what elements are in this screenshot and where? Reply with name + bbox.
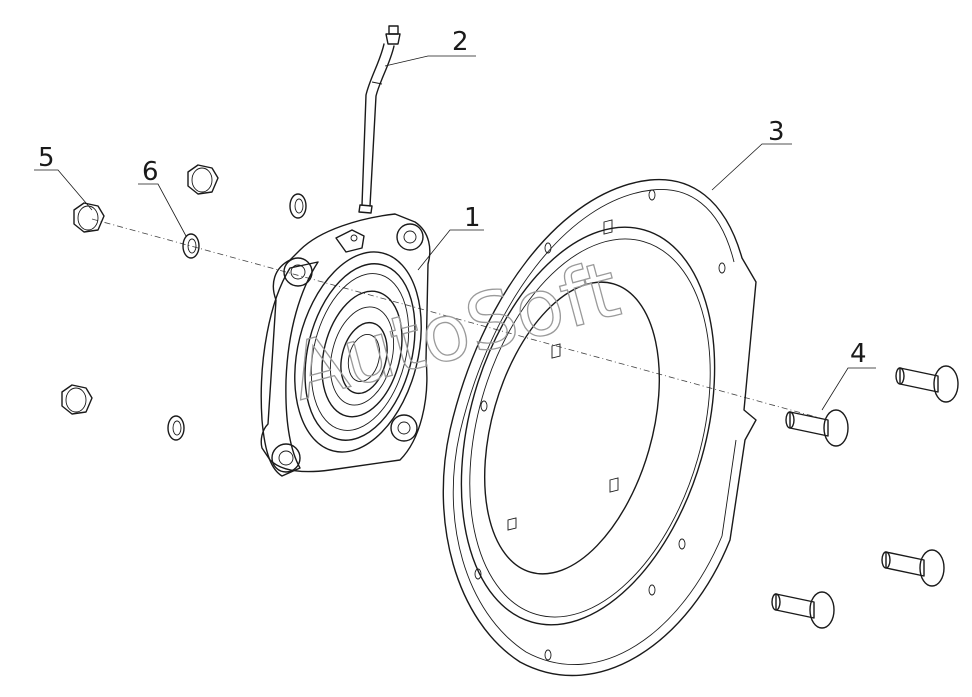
callout-3: 3: [768, 117, 785, 147]
bearing-housing-part-1: [260, 213, 431, 477]
grease-tube-part-2: [358, 25, 401, 214]
callout-5: 5: [38, 143, 55, 173]
hex-nut-part-5-c: [61, 384, 93, 415]
callout-4: 4: [850, 339, 867, 369]
hex-nut-part-5-b: [187, 164, 219, 195]
leader-line-1: [417, 229, 484, 271]
plate-part-3: [442, 178, 757, 677]
leader-line-6: [138, 183, 187, 237]
leader-line-2: [384, 55, 476, 67]
washer-part-6-a: [182, 233, 200, 259]
washer-part-6-b: [289, 193, 307, 219]
callout-2: 2: [452, 27, 469, 57]
callout-1: 1: [464, 203, 481, 233]
watermark-text: AutoSoft: [282, 245, 629, 419]
leader-line-5: [34, 169, 93, 211]
leader-line-4: [821, 367, 876, 411]
bolt-part-4-b: [895, 365, 959, 403]
callout-6: 6: [142, 157, 159, 187]
washer-part-6-c: [167, 415, 185, 441]
hex-nut-part-5-a: [73, 202, 105, 233]
bolt-part-4-a: [785, 409, 849, 447]
leader-line-3: [711, 143, 792, 191]
center-axis: [91, 218, 821, 419]
bolt-part-4-c: [881, 549, 945, 587]
bolt-part-4-d: [771, 591, 835, 629]
